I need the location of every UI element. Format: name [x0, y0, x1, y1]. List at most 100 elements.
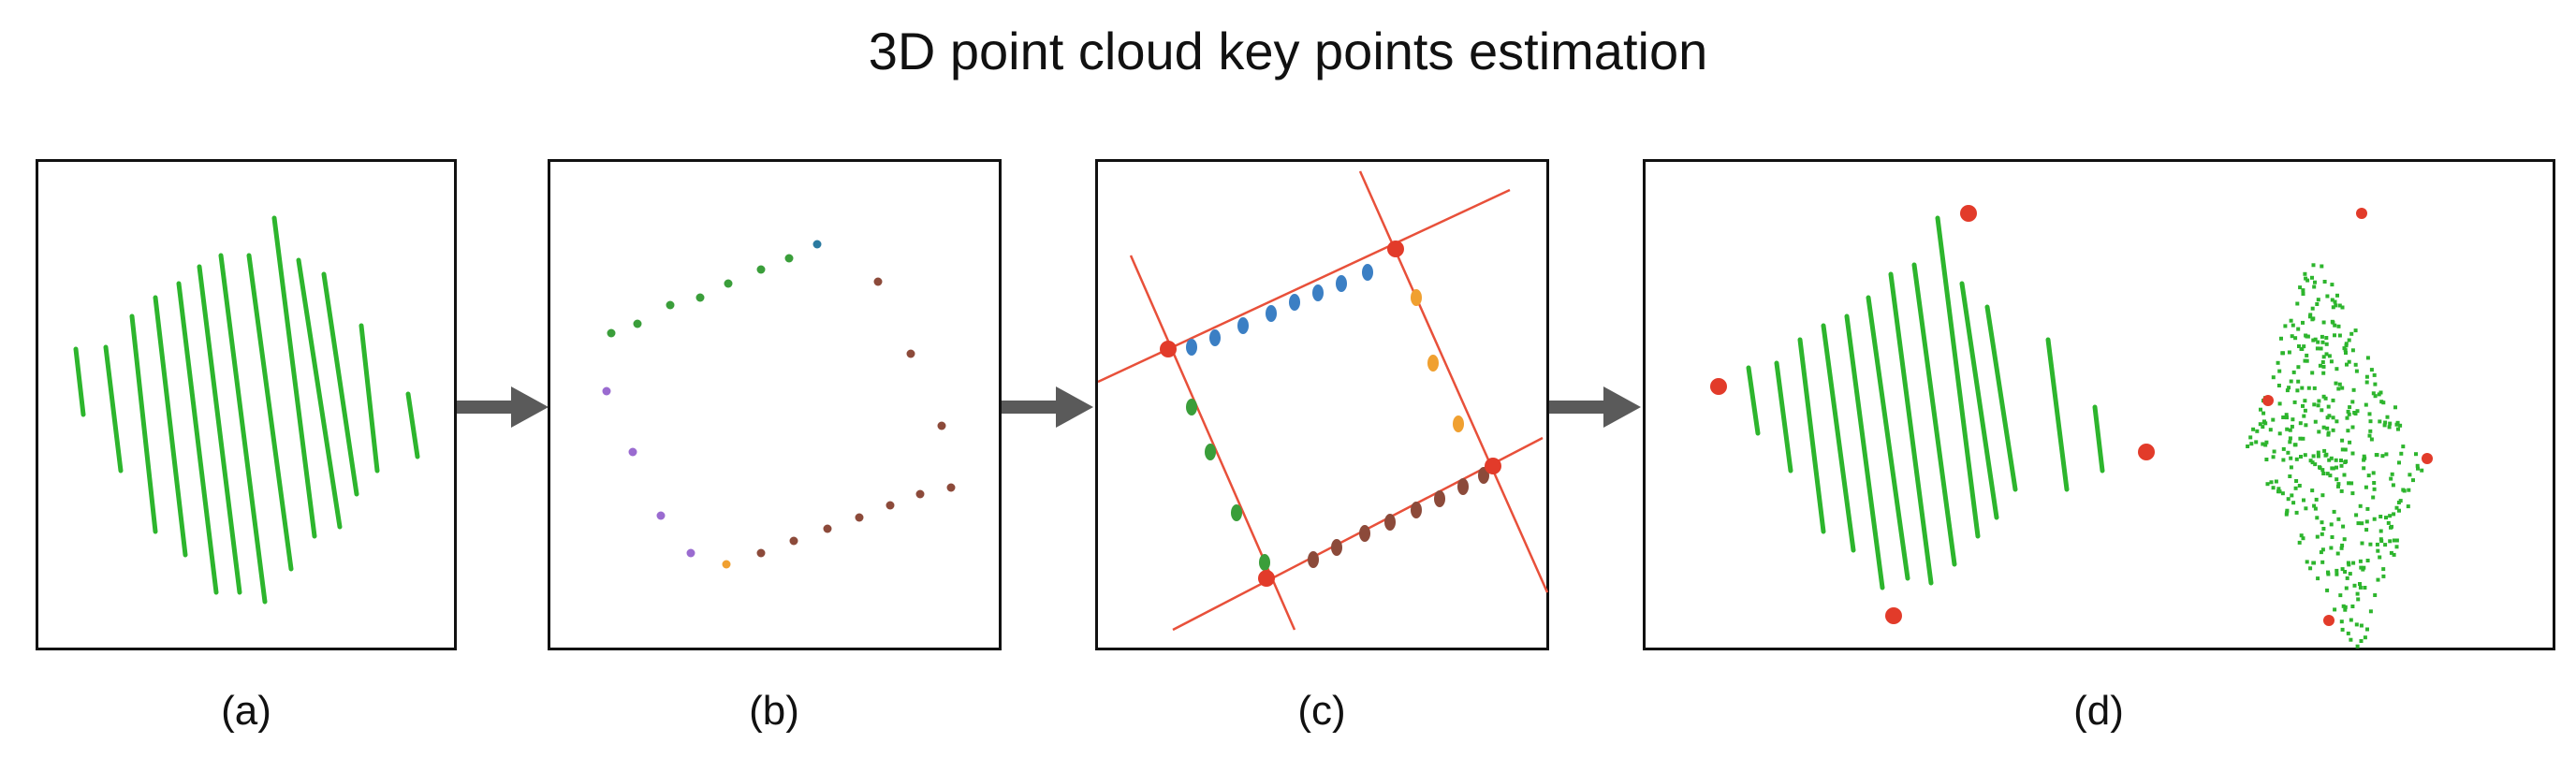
cloud-point: [2319, 346, 2323, 351]
cloud-point: [2263, 443, 2268, 447]
edge-point: [873, 277, 883, 286]
cloud-point: [2306, 386, 2311, 390]
cloud-point: [2268, 428, 2273, 432]
cloud-point: [2348, 572, 2352, 576]
cloud-point: [2368, 429, 2373, 433]
cloud-point: [2372, 517, 2377, 521]
left-edge-point: [1186, 399, 1197, 415]
cloud-point: [2293, 486, 2298, 490]
cloud-point: [2316, 340, 2320, 344]
panel-c-fitted-lines: [1095, 159, 1549, 650]
top-edge-point: [1336, 275, 1347, 292]
cloud-point: [2255, 429, 2260, 433]
cloud-point: [2316, 298, 2320, 302]
cloud-point: [2246, 445, 2250, 448]
top-edge-point: [1362, 264, 1373, 281]
cloud-point: [2337, 333, 2342, 338]
scan-line: [1844, 313, 1885, 590]
cloud-point: [2320, 360, 2325, 364]
cloud-point: [2321, 371, 2326, 375]
cloud-point: [2325, 472, 2330, 476]
cloud-point: [2331, 305, 2335, 310]
left-edge-point: [1205, 444, 1216, 460]
bottom-edge-point: [1411, 502, 1422, 518]
cloud-point: [2296, 365, 2301, 370]
cloud-point: [2343, 460, 2348, 464]
cloud-point: [2331, 320, 2335, 325]
fitted-line: [1098, 188, 1511, 384]
cloud-point: [2355, 591, 2360, 596]
cloud-point: [2359, 623, 2364, 628]
cloud-point: [2383, 543, 2388, 547]
edge-point: [666, 300, 675, 310]
cloud-point: [2420, 468, 2424, 473]
cloud-point: [2316, 450, 2320, 455]
cloud-point: [2261, 442, 2265, 446]
cloud-point: [2324, 336, 2329, 340]
cloud-point: [2320, 408, 2324, 413]
cloud-point: [2289, 318, 2293, 323]
cloud-point: [2277, 369, 2282, 373]
cloud-point: [2369, 437, 2374, 442]
cloud-point: [2372, 481, 2377, 485]
cloud-point: [2347, 481, 2351, 486]
cloud-point: [2313, 462, 2318, 467]
fitted-line: [1358, 170, 1549, 593]
cloud-point: [2293, 336, 2298, 341]
cloud-point: [2340, 438, 2345, 443]
cloud-point: [2327, 458, 2332, 462]
cloud-point: [2331, 466, 2335, 471]
keypoint: [2422, 453, 2433, 464]
cloud-point: [2310, 460, 2315, 465]
cloud-point: [2347, 338, 2351, 343]
cloud-point: [2287, 386, 2291, 390]
edge-point: [906, 349, 915, 358]
cloud-point: [2385, 415, 2390, 419]
keypoint: [1960, 205, 1977, 222]
cloud-point: [2363, 635, 2367, 640]
cloud-point: [2380, 454, 2385, 459]
cloud-point: [2397, 508, 2401, 513]
cloud-point: [2325, 588, 2330, 592]
cloud-point: [2392, 538, 2396, 543]
cloud-point: [2394, 538, 2399, 543]
cloud-point: [2316, 403, 2320, 408]
cloud-point: [2295, 301, 2300, 306]
cloud-point: [2341, 524, 2346, 529]
cloud-point: [2365, 559, 2370, 562]
cloud-point: [2280, 491, 2285, 496]
cloud-point: [2285, 415, 2289, 420]
bottom-edge-point: [1331, 539, 1342, 556]
cloud-point: [2248, 435, 2253, 440]
scan-line: [1935, 215, 1981, 539]
cloud-point: [2330, 283, 2334, 287]
cloud-point: [2320, 493, 2325, 498]
cloud-point: [2356, 521, 2361, 526]
cloud-point: [2277, 431, 2282, 436]
scan-line: [246, 253, 294, 572]
cloud-point: [2351, 561, 2356, 565]
edge-point: [756, 265, 766, 274]
cloud-point: [2386, 520, 2391, 525]
cloud-point: [2331, 428, 2335, 432]
cloud-point: [2364, 380, 2369, 385]
scan-line: [197, 264, 242, 595]
left-edge-point: [1259, 554, 1270, 571]
cloud-point: [2335, 551, 2340, 556]
cloud-point: [2368, 542, 2373, 547]
keypoint: [2323, 615, 2334, 626]
top-edge-point: [1266, 305, 1277, 322]
cloud-point: [2298, 421, 2303, 426]
cloud-point: [2289, 379, 2293, 384]
cloud-point: [2299, 455, 2303, 459]
cloud-point: [2291, 417, 2295, 422]
scan-line: [1866, 295, 1910, 581]
cloud-point: [2311, 338, 2316, 343]
cloud-point: [2415, 463, 2420, 468]
cloud-point: [2318, 363, 2322, 368]
cloud-point: [2283, 324, 2288, 328]
cloud-point: [2350, 491, 2355, 496]
cloud-point: [2287, 350, 2291, 355]
cloud-point: [2294, 510, 2299, 515]
cloud-point: [2369, 368, 2374, 372]
